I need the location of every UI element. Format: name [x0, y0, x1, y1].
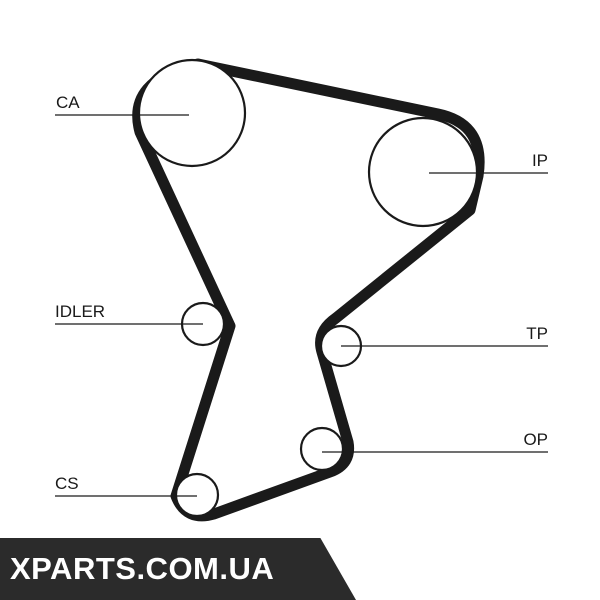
label-ca: CA [56, 93, 80, 112]
label-tp: TP [526, 324, 548, 343]
pulley-ip [367, 116, 479, 228]
label-idler: IDLER [55, 302, 105, 321]
label-ip: IP [532, 151, 548, 170]
pulley-op [299, 426, 345, 472]
label-op: OP [523, 430, 548, 449]
pulley-ca [137, 58, 247, 168]
pulley-cs [174, 472, 220, 518]
watermark-text: XPARTS.COM.UA [10, 551, 275, 586]
timing-belt [132, 58, 485, 522]
watermark-banner: XPARTS.COM.UA [0, 538, 356, 600]
label-cs: CS [55, 474, 79, 493]
